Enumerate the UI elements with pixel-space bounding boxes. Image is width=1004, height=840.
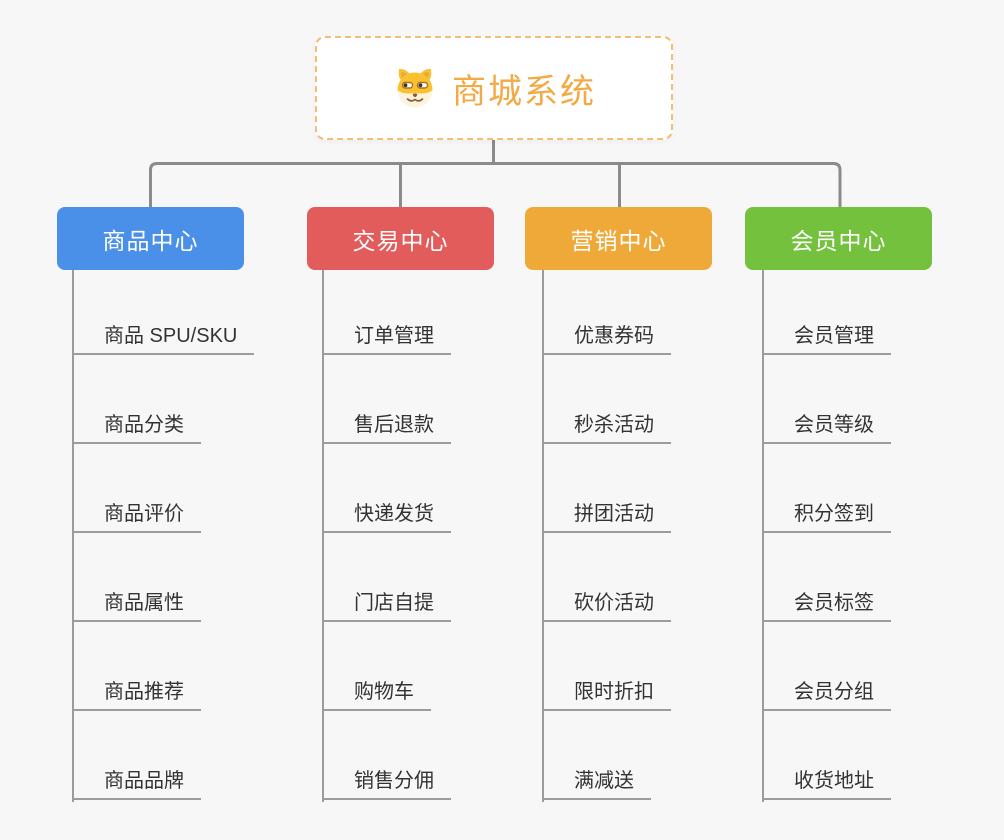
leaf-node[interactable]: 销售分佣 xyxy=(324,764,451,800)
bus-connector xyxy=(149,162,842,208)
branch-node-marketing-center[interactable]: 营销中心 xyxy=(525,207,712,270)
leaf-column-trade: 订单管理 售后退款 快递发货 门店自提 购物车 销售分佣 xyxy=(322,270,572,802)
branch-label: 商品中心 xyxy=(102,227,199,254)
branch-label: 交易中心 xyxy=(352,227,449,254)
leaf-node[interactable]: 订单管理 xyxy=(324,319,451,355)
leaf-node[interactable]: 商品品牌 xyxy=(74,764,201,800)
leaf-node[interactable]: 会员标签 xyxy=(764,586,891,622)
leaf-node[interactable]: 优惠券码 xyxy=(544,319,671,355)
dog-eyes xyxy=(401,81,429,89)
leaf-node[interactable]: 满减送 xyxy=(544,764,651,800)
leaf-node[interactable]: 会员等级 xyxy=(764,408,891,444)
leaf-node[interactable]: 砍价活动 xyxy=(544,586,671,622)
leaf-column-product: 商品 SPU/SKU 商品分类 商品评价 商品属性 商品推荐 商品品牌 xyxy=(72,270,322,802)
branch-label: 营销中心 xyxy=(570,227,667,254)
leaf-node[interactable]: 会员管理 xyxy=(764,319,891,355)
leaf-node[interactable]: 门店自提 xyxy=(324,586,451,622)
leaf-column-marketing: 优惠券码 秒杀活动 拼团活动 砍价活动 限时折扣 满减送 xyxy=(542,270,792,802)
branch-node-trade-center[interactable]: 交易中心 xyxy=(307,207,494,270)
leaf-node[interactable]: 售后退款 xyxy=(324,408,451,444)
leaf-node[interactable]: 拼团活动 xyxy=(544,497,671,533)
leaf-node[interactable]: 商品属性 xyxy=(74,586,201,622)
leaf-node[interactable]: 会员分组 xyxy=(764,675,891,711)
branch-label: 会员中心 xyxy=(790,227,887,254)
leaf-node[interactable]: 商品 SPU/SKU xyxy=(74,319,255,355)
leaf-node[interactable]: 积分签到 xyxy=(764,497,891,533)
leaf-node[interactable]: 商品评价 xyxy=(74,497,201,533)
leaf-column-member: 会员管理 会员等级 积分签到 会员标签 会员分组 收货地址 xyxy=(762,270,1004,802)
leaf-node[interactable]: 购物车 xyxy=(324,675,431,711)
leaf-node[interactable]: 快递发货 xyxy=(324,497,451,533)
root-label: 商城系统 xyxy=(452,72,596,111)
leaf-node[interactable]: 收货地址 xyxy=(764,764,891,800)
leaf-node[interactable]: 商品分类 xyxy=(74,408,201,444)
root-node-mall-system[interactable]: 商城系统 xyxy=(315,36,673,140)
leaf-node[interactable]: 商品推荐 xyxy=(74,675,201,711)
branch-node-member-center[interactable]: 会员中心 xyxy=(745,207,932,270)
dog-face-icon xyxy=(397,68,433,108)
leaf-node[interactable]: 限时折扣 xyxy=(544,675,671,711)
branch-node-product-center[interactable]: 商品中心 xyxy=(57,207,244,270)
leaf-node[interactable]: 秒杀活动 xyxy=(544,408,671,444)
